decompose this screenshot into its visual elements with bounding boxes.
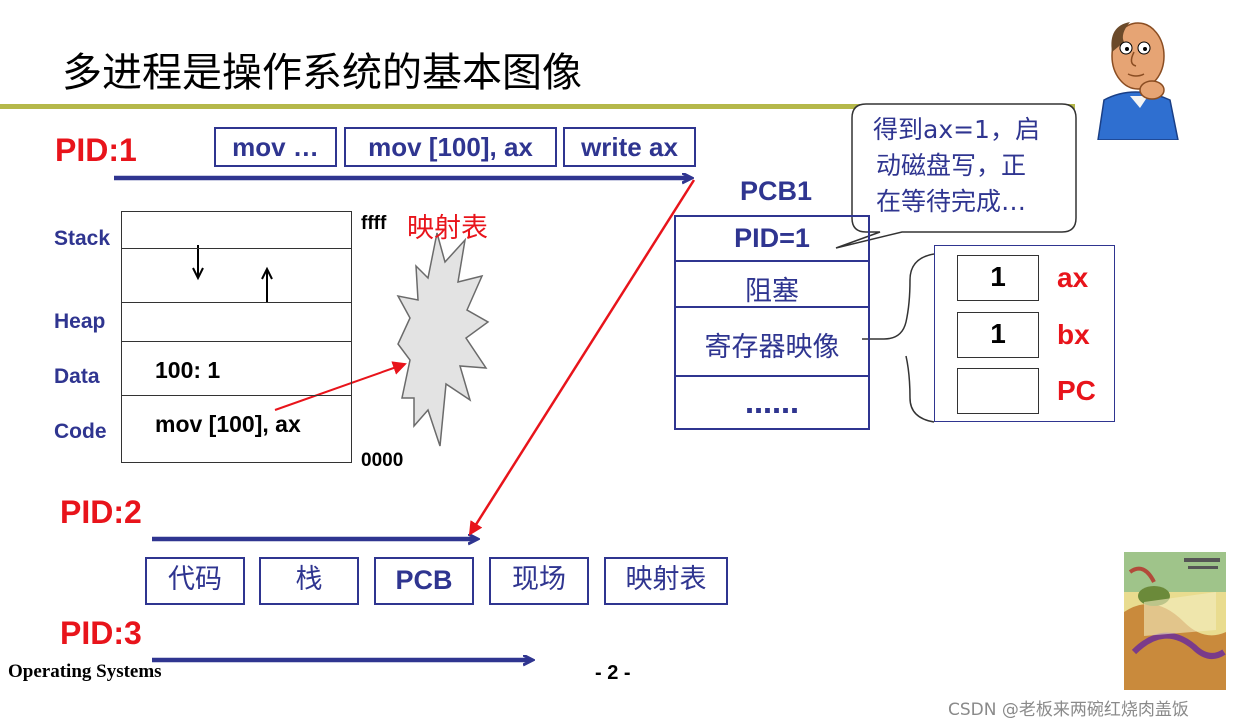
register-brace	[862, 253, 935, 423]
register-value-box: 1	[957, 312, 1039, 358]
register-name: bx	[1057, 319, 1090, 350]
thinking-man-illustration	[1097, 22, 1179, 140]
component-box: PCB	[374, 557, 474, 605]
pcb-divider	[676, 306, 868, 308]
register-value-box: 1	[957, 255, 1039, 301]
pcb-divider	[676, 375, 868, 377]
component-box: 代码	[145, 557, 245, 605]
callout-line: 得到ax=1，启	[873, 115, 1040, 144]
memory-layout	[121, 211, 352, 463]
pid1-label: PID:1	[55, 132, 137, 168]
mapping-table-label: 映射表	[407, 213, 488, 244]
switch-arrow	[468, 179, 696, 536]
pcb-row-more: ……	[745, 389, 799, 420]
pcb-row-registers: 寄存器映像	[704, 332, 840, 363]
top-address: ffff	[361, 213, 387, 234]
component-box: 栈	[259, 557, 359, 605]
pcb-table: PID=1 阻塞 寄存器映像 ……	[674, 215, 870, 430]
register-name: ax	[1057, 262, 1089, 293]
callout-line: 在等待完成…	[876, 187, 1027, 216]
code-label: Code	[54, 420, 107, 443]
code-segment-value: mov [100], ax	[155, 411, 301, 437]
pid2-label: PID:2	[60, 494, 142, 530]
memory-divider	[122, 302, 351, 303]
mapping-arrow	[274, 361, 407, 411]
watermark-text: CSDN @老板来两碗红烧肉盖饭	[948, 700, 1189, 720]
memory-divider	[122, 341, 351, 342]
pcb-row-state: 阻塞	[745, 276, 799, 307]
pid3-label: PID:3	[60, 615, 142, 651]
component-box: 现场	[489, 557, 589, 605]
bottom-address: 0000	[361, 450, 404, 471]
instruction-box: mov …	[214, 127, 337, 167]
memory-divider	[122, 248, 351, 249]
pcb-row-pid: PID=1	[734, 223, 810, 253]
textbook-cover-image	[1124, 552, 1226, 690]
data-label: Data	[54, 365, 100, 388]
data-segment-value: 100: 1	[155, 357, 221, 383]
pcb-divider	[676, 260, 868, 262]
callout-line: 动磁盘写，正	[876, 151, 1027, 180]
memory-divider	[122, 395, 351, 396]
pcb-title: PCB1	[740, 176, 813, 206]
component-box: 映射表	[604, 557, 728, 605]
page-number: - 2 -	[595, 662, 631, 684]
slide-title: 多进程是操作系统的基本图像	[62, 50, 582, 96]
register-name: PC	[1057, 375, 1096, 406]
title-rule	[0, 104, 1075, 109]
mapping-burst-shape	[396, 232, 490, 447]
footer-course: Operating Systems	[8, 661, 162, 682]
heap-label: Heap	[54, 310, 106, 333]
instruction-box: mov [100], ax	[344, 127, 557, 167]
instruction-box: write ax	[563, 127, 696, 167]
register-value-box	[957, 368, 1039, 414]
stack-label: Stack	[54, 227, 111, 250]
register-panel: 1 ax 1 bx PC	[934, 245, 1115, 422]
